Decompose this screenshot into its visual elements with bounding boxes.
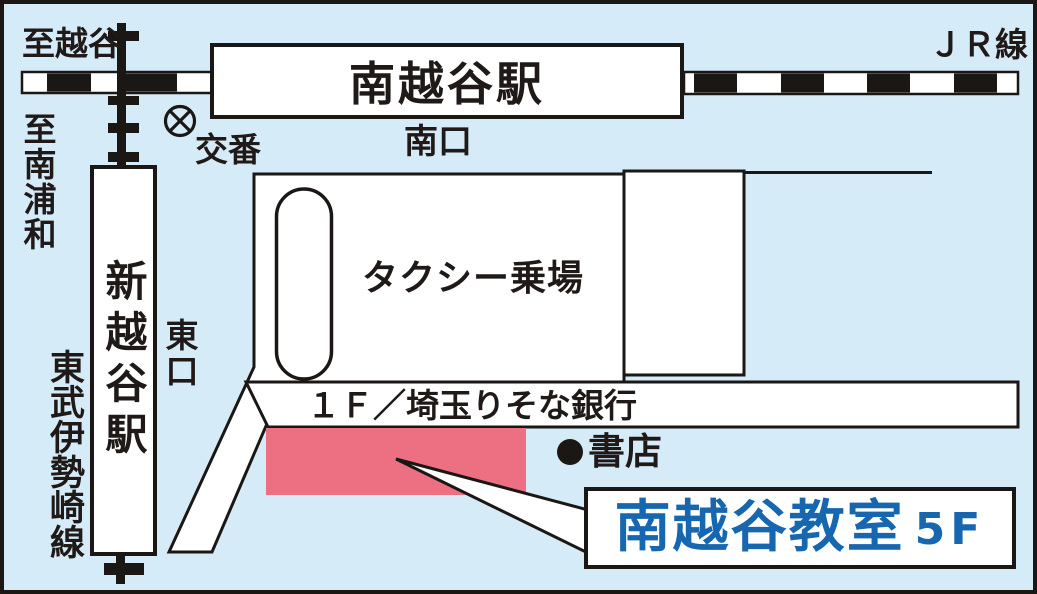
plaza-building <box>622 169 746 377</box>
label-koban: 交番 <box>195 130 261 169</box>
tobu-tie <box>108 31 139 41</box>
tobu-tie <box>108 152 139 162</box>
label-bank-first-floor: １Ｆ／埼玉りそな銀行 <box>307 386 637 425</box>
station-plaza-and-road <box>166 172 626 554</box>
tobu-tie <box>108 96 139 105</box>
label-to-koshigaya: 至越谷 <box>22 24 121 63</box>
bank-building-bar <box>243 380 1020 429</box>
shin-koshigaya-station-box: 新越谷駅 <box>90 165 157 556</box>
bookstore-dot <box>557 439 583 465</box>
classroom-name: 南越谷教室 <box>614 495 905 560</box>
tobu-tie <box>104 563 144 575</box>
jr-dash <box>117 73 177 92</box>
jr-dash <box>867 73 910 93</box>
label-tobu-isesaki-line: 東武伊勢崎線 <box>44 349 84 559</box>
police-box-symbol <box>163 104 197 138</box>
jr-line-track-right <box>682 70 1020 96</box>
jr-dash <box>954 73 997 93</box>
jr-dash <box>47 73 91 92</box>
label-jr-line: ＪＲ線 <box>929 25 1028 64</box>
jr-dash <box>694 73 737 93</box>
label-taxi-stand: タクシー乗場 <box>362 258 585 299</box>
minami-koshigaya-station-box: 南越谷駅 <box>210 43 684 119</box>
label-east-exit: 東口 <box>160 318 199 390</box>
label-to-minami-urawa: 至南浦和 <box>18 112 57 252</box>
shin-koshigaya-station-label: 新越谷駅 <box>99 258 148 463</box>
classroom-floor: 5F <box>914 504 986 555</box>
jr-dash <box>781 73 824 93</box>
classroom-label-box: 南越谷教室 5F <box>584 487 1016 569</box>
tobu-tie <box>108 123 139 133</box>
label-south-exit: 南口 <box>404 122 472 162</box>
taxi-island <box>274 187 334 381</box>
map-shapes <box>20 23 1020 584</box>
label-bookstore: 書店 <box>588 430 662 473</box>
minami-koshigaya-station-label: 南越谷駅 <box>349 57 545 111</box>
